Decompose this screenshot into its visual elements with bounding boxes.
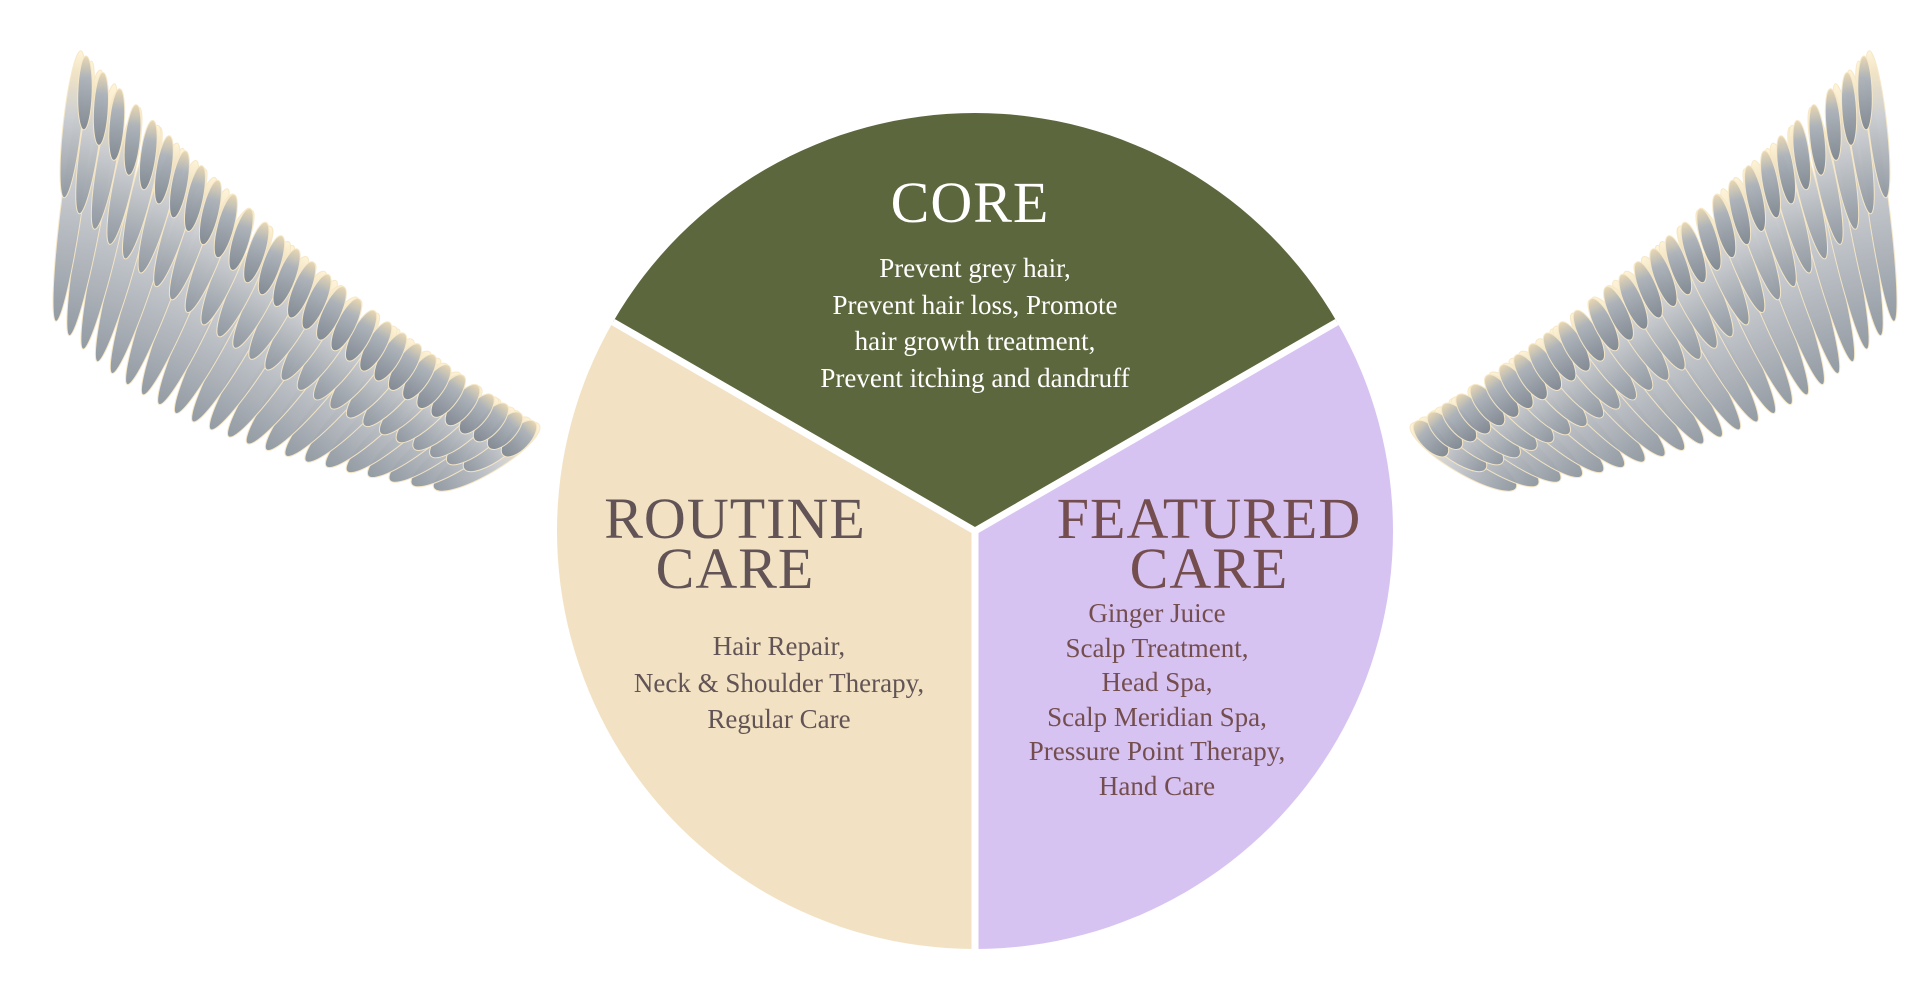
routine-service: Hair Repair, xyxy=(712,631,846,661)
feather-shape xyxy=(1808,104,1827,176)
featured-service: Scalp Treatment, xyxy=(1065,632,1249,663)
routine-care-title: ROUTINE CARE xyxy=(604,486,866,601)
feather-shape xyxy=(1792,119,1812,191)
feather-shape xyxy=(1857,55,1873,131)
feather-shape xyxy=(169,150,190,219)
feather-shape xyxy=(1776,135,1797,205)
feather-shape xyxy=(1649,248,1678,308)
feather-shape xyxy=(92,71,109,146)
featured-care-segment xyxy=(975,322,1393,949)
angel-wing-left-icon xyxy=(52,50,541,492)
feather-shape xyxy=(1712,194,1737,259)
feather-shape xyxy=(213,194,238,259)
angel-wing-right-icon xyxy=(1409,50,1898,492)
feather-shape xyxy=(1824,88,1842,161)
feather-shape xyxy=(1680,221,1707,284)
featured-service: Hand Care xyxy=(1098,770,1216,801)
feather-shape xyxy=(228,208,254,271)
feather-shape xyxy=(287,261,317,319)
featured-care-title: FEATURED CARE xyxy=(1056,486,1362,601)
feather-shape xyxy=(243,221,270,284)
featured-service: Pressure Point Therapy, xyxy=(1028,736,1286,766)
feather-shape xyxy=(108,88,126,161)
feather-shape xyxy=(1841,71,1858,146)
feather-shape xyxy=(183,165,206,232)
featured-care-services: Ginger Juice Scalp Treatment, Head Spa, … xyxy=(1029,596,1285,803)
feather-shape xyxy=(1664,235,1693,296)
feather-shape xyxy=(138,119,158,191)
core-service: Prevent grey hair, xyxy=(879,253,1071,283)
feather-shape xyxy=(77,55,93,131)
divider-line xyxy=(973,318,1339,535)
feather-shape xyxy=(123,104,142,176)
routine-care-segment xyxy=(556,322,975,949)
routine-title-line: CARE xyxy=(655,536,815,601)
featured-title-line: CARE xyxy=(1129,536,1289,601)
feather-shape xyxy=(1633,261,1663,319)
featured-service: Scalp Meridian Spa, xyxy=(1047,701,1267,732)
feather-shape xyxy=(153,135,174,205)
core-service: Prevent hair loss, Promote xyxy=(832,289,1118,320)
feather-shape xyxy=(1728,179,1752,246)
feather-shape xyxy=(272,248,301,308)
routine-care-services: Hair Repair, Neck & Shoulder Therapy, Re… xyxy=(634,628,924,738)
feather-shape xyxy=(1760,150,1781,219)
routine-service: Regular Care xyxy=(707,704,851,734)
core-title: CORE xyxy=(890,170,1050,235)
featured-service: Head Spa, xyxy=(1101,667,1213,697)
featured-service: Ginger Juice xyxy=(1088,598,1226,628)
routine-title-line: ROUTINE xyxy=(604,486,866,551)
feather-shape xyxy=(1696,208,1722,271)
core-service: Prevent itching and dandruff xyxy=(820,362,1130,393)
pie-diagram xyxy=(556,113,1393,949)
core-service: hair growth treatment, xyxy=(854,326,1096,356)
feather-shape xyxy=(257,235,286,296)
feather-shape xyxy=(1744,165,1767,232)
divider-line xyxy=(611,318,977,535)
core-services: Prevent grey hair, Prevent hair loss, Pr… xyxy=(820,250,1129,396)
feather-shape xyxy=(198,179,222,246)
routine-service: Neck & Shoulder Therapy, xyxy=(633,667,925,698)
featured-title-line: FEATURED xyxy=(1056,486,1362,551)
